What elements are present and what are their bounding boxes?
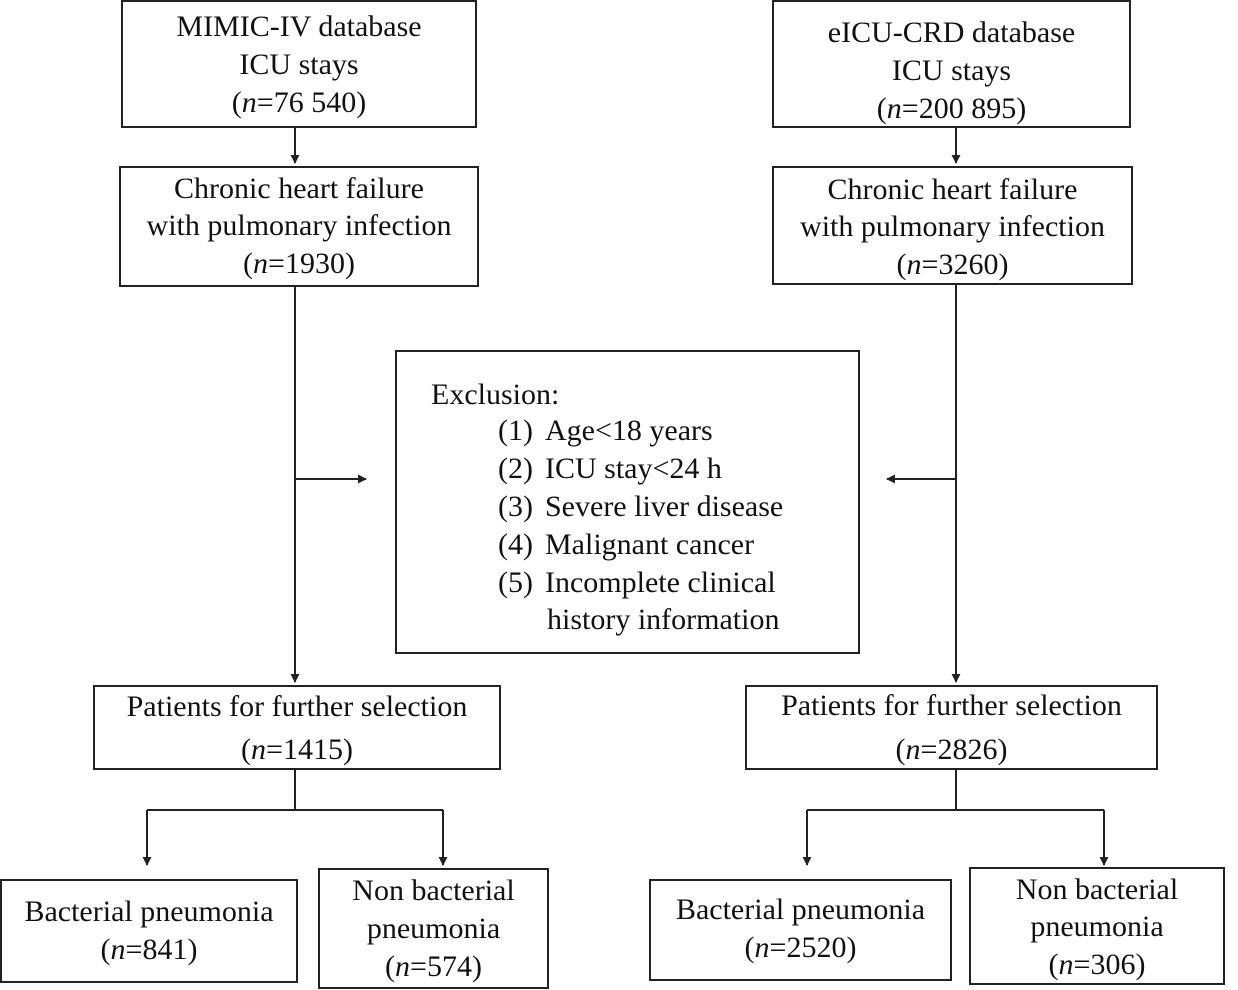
count-line: (n=2520) — [744, 931, 857, 964]
n-symbol: n — [253, 247, 269, 280]
count-value: 306 — [1090, 948, 1136, 981]
count-value: 200 895 — [918, 92, 1017, 125]
label-line: Bacterial pneumonia — [675, 893, 926, 926]
label-line: Non bacterial — [352, 874, 515, 907]
count-value: 76 540 — [273, 86, 357, 119]
exclusion-item-number: (4) — [498, 528, 533, 561]
box-exclusion-criteria: Exclusion: (1) Age<18 years (2) ICU stay… — [395, 350, 860, 654]
n-symbol: n — [395, 950, 411, 983]
label-line: pneumonia — [366, 912, 501, 945]
count-line: (n=1930) — [243, 247, 355, 280]
count-value: 3260 — [938, 248, 999, 281]
label-line: ICU stays — [891, 54, 1012, 87]
label-line: Patients for further selection — [126, 690, 468, 723]
count-value: 1415 — [282, 733, 343, 766]
label-line: eICU-CRD database — [827, 16, 1076, 49]
n-symbol: n — [886, 92, 902, 125]
label-line: ICU stays — [239, 48, 359, 81]
n-symbol: n — [1058, 948, 1074, 981]
connector-left-split — [147, 770, 443, 811]
count-line: (n=3260) — [896, 248, 1009, 281]
label-line: MIMIC-IV database — [176, 10, 422, 43]
label-line: Bacterial pneumonia — [24, 895, 274, 928]
box-eicu-source: eICU-CRD database ICU stays (n=200 895) — [772, 0, 1131, 128]
count-line: (n=306) — [1048, 948, 1146, 981]
label-line: with pulmonary infection — [146, 209, 452, 242]
box-mimic-further-selection: Patients for further selection (n=1415) — [93, 685, 501, 770]
exclusion-item-text-continued: history information — [547, 603, 780, 636]
count-value: 841 — [142, 933, 188, 966]
exclusion-item-text: Severe liver disease — [545, 490, 784, 523]
connector-right-split — [807, 770, 1104, 811]
box-eicu-bacterial: Bacterial pneumonia (n=2520) — [649, 879, 952, 981]
count-line: (n=200 895) — [876, 92, 1027, 125]
label-line: Patients for further selection — [781, 689, 1122, 722]
n-symbol: n — [905, 733, 921, 766]
count-value: 1930 — [284, 247, 345, 280]
exclusion-title: Exclusion: — [431, 378, 560, 411]
exclusion-item-number: (1) — [498, 414, 533, 447]
exclusion-item-number: (5) — [498, 566, 533, 599]
count-line: (n=574) — [385, 950, 482, 983]
exclusion-item-text: Malignant cancer — [545, 528, 755, 561]
count-line: (n=76 540) — [231, 86, 367, 119]
box-mimic-nonbacterial: Non bacterial pneumonia (n=574) — [318, 868, 549, 989]
label-line: pneumonia — [1030, 910, 1164, 943]
count-value: 2520 — [786, 931, 847, 964]
n-symbol: n — [754, 931, 770, 964]
count-value: 574 — [426, 950, 472, 983]
box-mimic-chf: Chronic heart failure with pulmonary inf… — [119, 166, 479, 287]
box-mimic-bacterial: Bacterial pneumonia (n=841) — [0, 879, 298, 983]
n-symbol: n — [251, 733, 267, 766]
label-line: Non bacterial — [1015, 873, 1179, 906]
count-value: 2826 — [937, 733, 998, 766]
exclusion-item-text: Age<18 years — [545, 414, 713, 447]
label-line: Chronic heart failure — [174, 172, 424, 205]
box-eicu-further-selection: Patients for further selection (n=2826) — [745, 685, 1158, 770]
label-line: Chronic heart failure — [827, 173, 1078, 206]
count-line: (n=1415) — [241, 733, 353, 766]
box-mimic-source: MIMIC-IV database ICU stays (n=76 540) — [121, 0, 477, 128]
n-symbol: n — [110, 933, 126, 966]
count-line: (n=2826) — [895, 733, 1008, 766]
exclusion-item-text: Incomplete clinical — [545, 566, 776, 599]
exclusion-item-text: ICU stay<24 h — [545, 452, 722, 485]
count-line: (n=841) — [100, 933, 198, 966]
box-eicu-nonbacterial: Non bacterial pneumonia (n=306) — [969, 867, 1225, 985]
n-symbol: n — [906, 248, 922, 281]
label-line: with pulmonary infection — [800, 210, 1105, 243]
exclusion-item-number: (2) — [498, 452, 533, 485]
box-eicu-chf: Chronic heart failure with pulmonary inf… — [772, 166, 1133, 285]
n-symbol: n — [241, 86, 257, 119]
exclusion-item-number: (3) — [498, 490, 533, 523]
